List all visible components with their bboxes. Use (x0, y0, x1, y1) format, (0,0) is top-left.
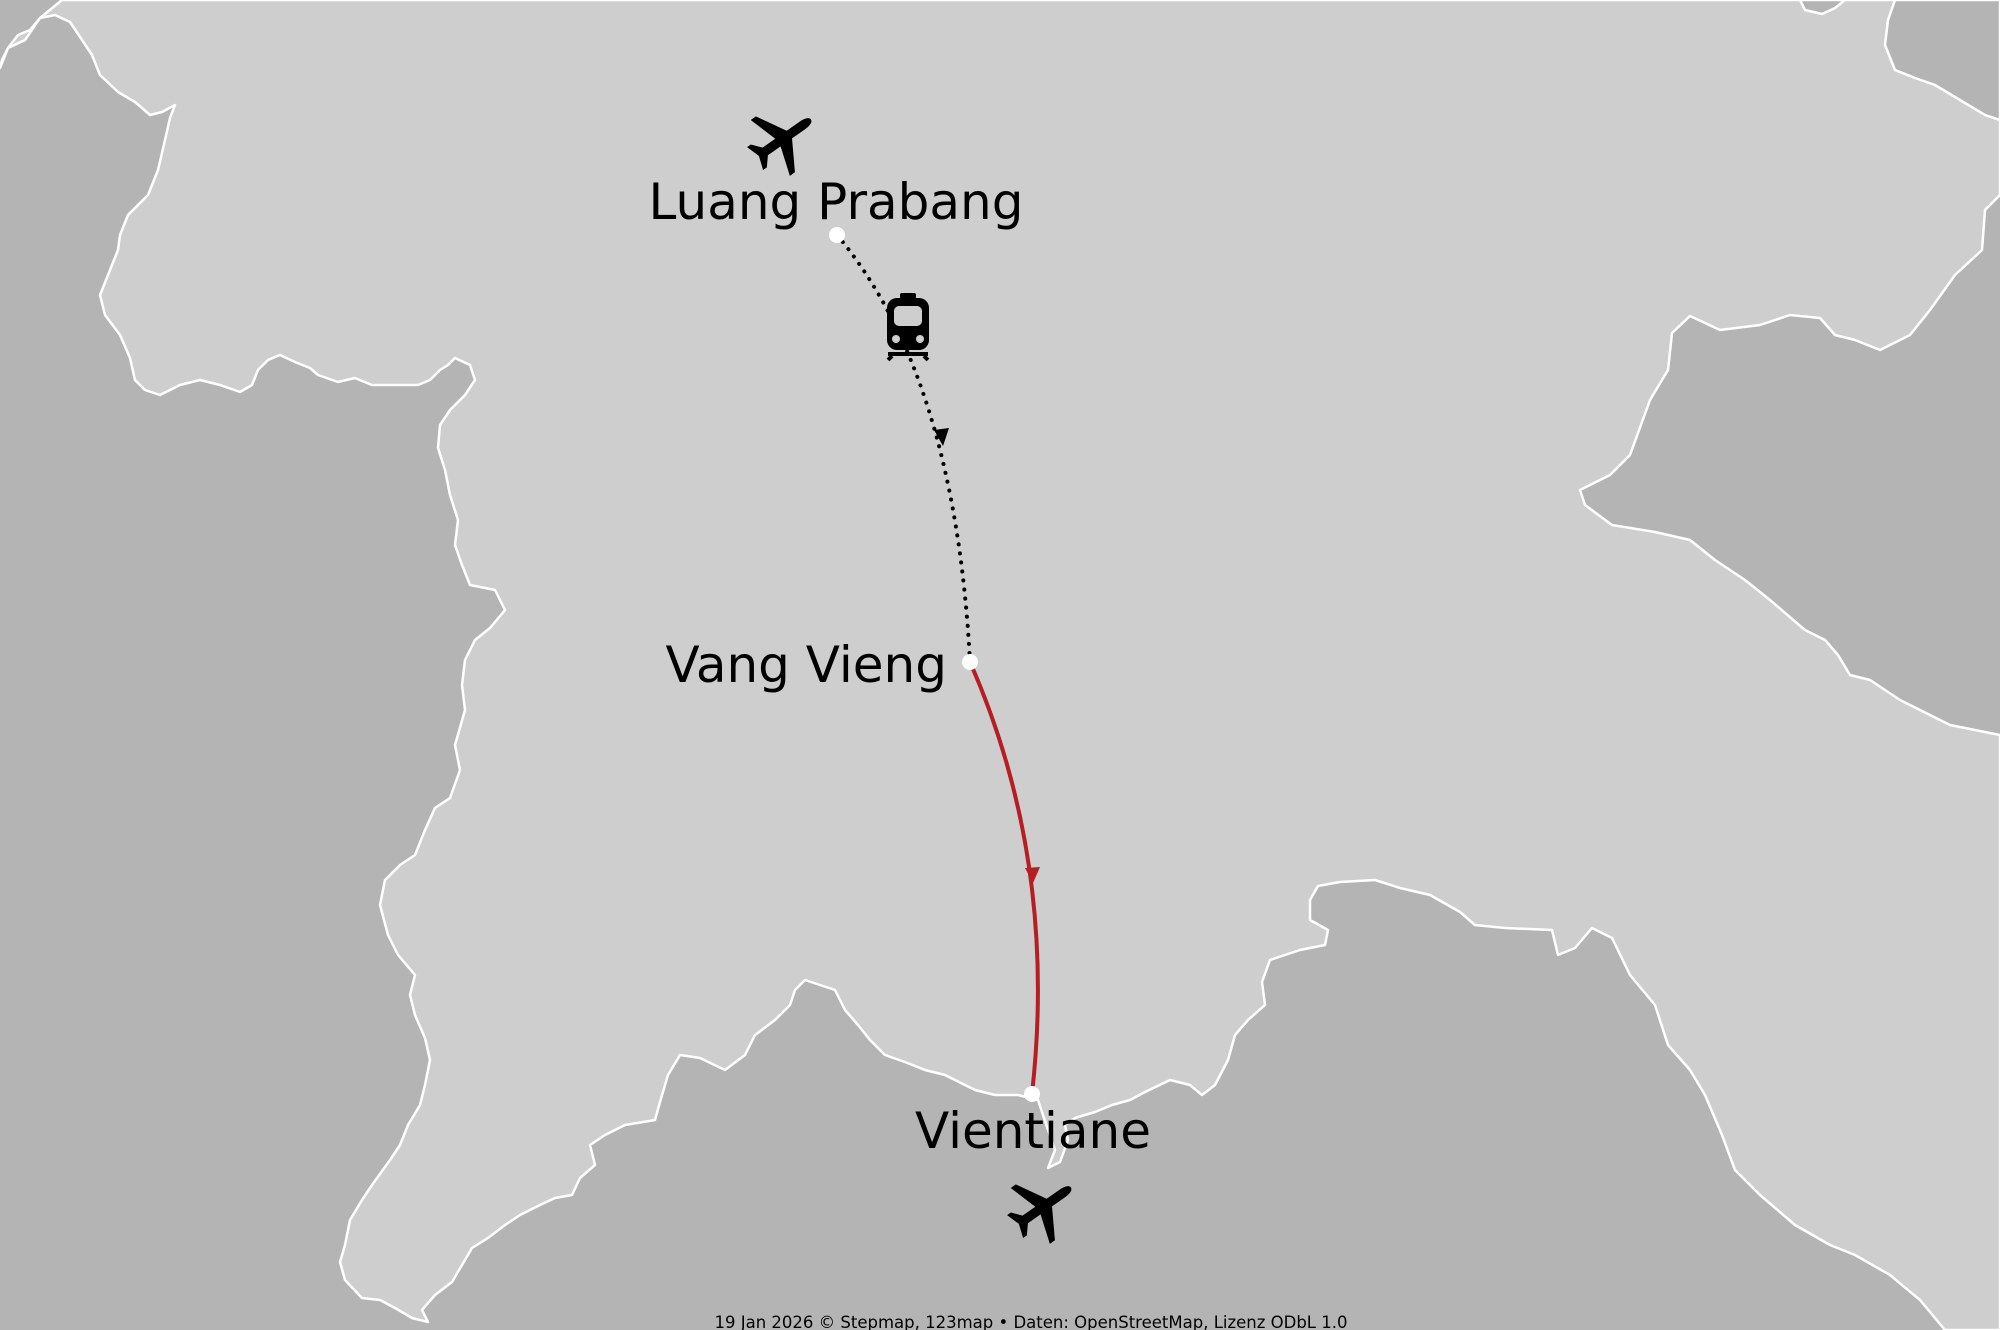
airplane-icon (1007, 1184, 1072, 1244)
stop-marker[interactable] (962, 654, 978, 670)
neighbor-land-patch (1883, 0, 2000, 122)
city-label: Vang Vieng (666, 636, 947, 694)
airplane-icon (747, 116, 812, 176)
city-label: Luang Prabang (649, 173, 1024, 231)
route-train (835, 233, 972, 664)
map-attribution: 19 Jan 2026 © Stepmap, 123map • Daten: O… (714, 1313, 1347, 1330)
route-direction-arrow (934, 428, 949, 446)
route-direction-arrow (1025, 867, 1040, 883)
stop-marker[interactable] (829, 227, 845, 243)
city-label: Vientiane (915, 1102, 1151, 1160)
neighbor-land-patch (1798, 0, 1848, 16)
train-icon (886, 293, 930, 362)
stop-marker[interactable] (1024, 1086, 1040, 1102)
